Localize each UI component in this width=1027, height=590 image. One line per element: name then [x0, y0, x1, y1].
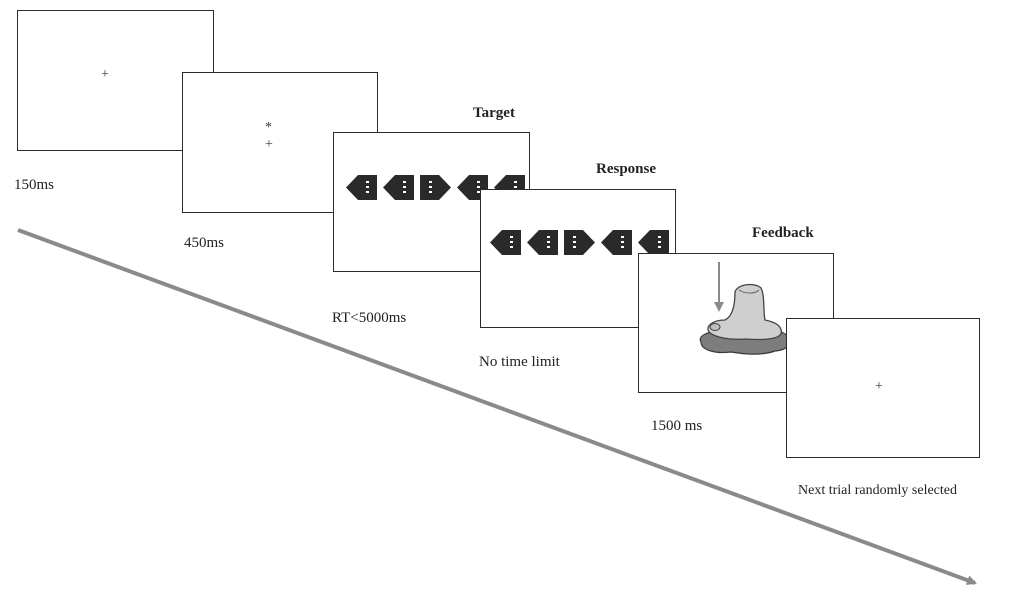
arrow-left-icon: [638, 230, 669, 255]
response-title: Response: [596, 161, 656, 178]
target-title: Target: [473, 105, 515, 122]
next-trial-label: Next trial randomly selected: [798, 483, 957, 499]
cue-duration: 450ms: [184, 235, 224, 252]
feedback-duration: 1500 ms: [651, 418, 702, 435]
arrow-left-icon: [383, 175, 414, 200]
arrow-left-icon: [490, 230, 521, 255]
arrow-right-icon: [420, 175, 451, 200]
arrow-left-icon: [601, 230, 632, 255]
response-duration: No time limit: [479, 354, 560, 371]
arrow-left-icon: [527, 230, 558, 255]
fixation-cross: +: [101, 68, 109, 82]
arrow-left-icon: [346, 175, 377, 200]
fixation-duration: 150ms: [14, 177, 54, 194]
response-flanker-arrows: [490, 230, 675, 255]
cue-fixation-cross: +: [265, 138, 273, 152]
next-trial-frame: +: [786, 318, 980, 458]
next-fixation-cross: +: [875, 380, 883, 394]
arrow-right-icon: [564, 230, 595, 255]
cue-asterisk: *: [265, 121, 272, 135]
feedback-title: Feedback: [752, 225, 814, 242]
target-duration: RT<5000ms: [332, 310, 406, 327]
